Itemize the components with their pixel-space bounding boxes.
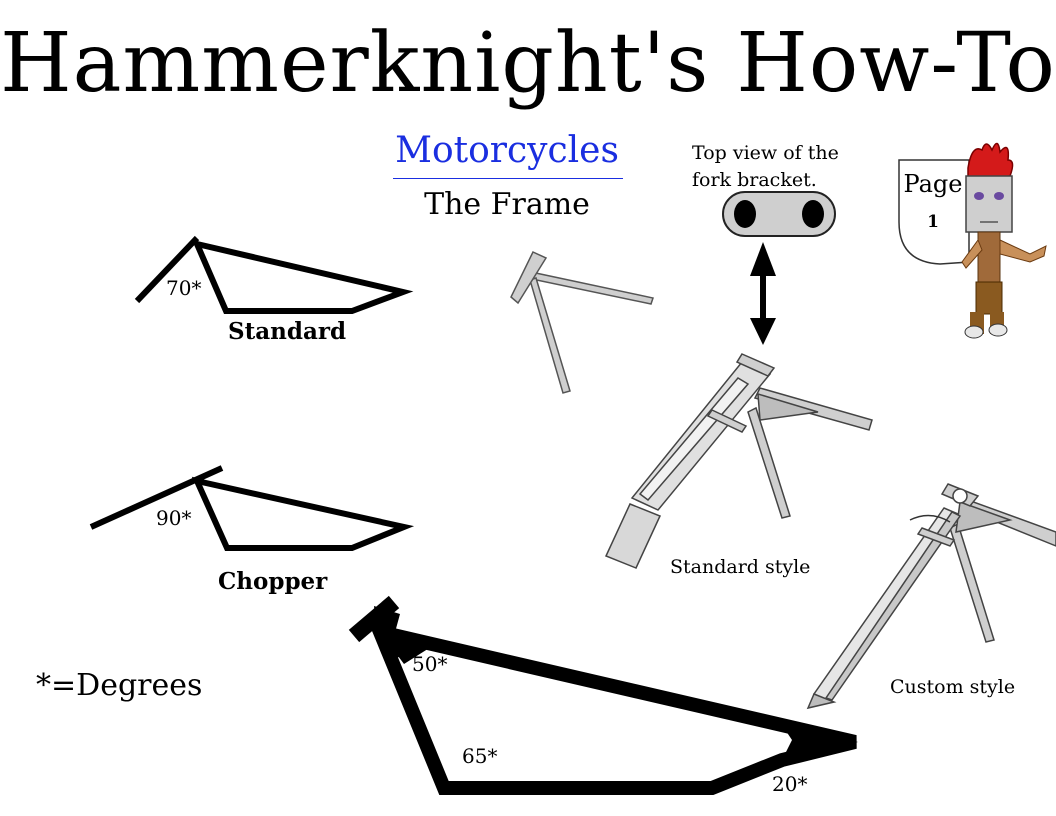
section-heading: The Frame (424, 187, 590, 222)
chopper-frame-label: Chopper (218, 568, 328, 595)
standard-style-label: Standard style (670, 556, 811, 578)
page-number: 1 (927, 212, 939, 232)
page-title: Hammerknight's How-To (0, 16, 1056, 111)
subject-heading: Motorcycles (395, 130, 619, 171)
degrees-legend: *=Degrees (36, 668, 203, 703)
detail-bottom-angle-label: 65* (462, 744, 498, 768)
small-fork-drawing (510, 251, 654, 394)
mascot-character (961, 142, 1047, 339)
detail-top-angle-label: 50* (412, 652, 448, 676)
custom-style-label: Custom style (890, 676, 1016, 698)
detail-rear-angle-label: 20* (772, 772, 808, 796)
detail-frame (348, 595, 858, 795)
standard-fork-drawing (604, 353, 873, 569)
fork-caption-line2: fork bracket. (692, 169, 817, 191)
double-arrow (750, 242, 776, 345)
page-label: Page (903, 170, 963, 198)
chopper-frame (89, 465, 415, 551)
chopper-angle-label: 90* (156, 506, 192, 530)
standard-frame-label: Standard (228, 318, 347, 345)
page-badge (898, 159, 970, 265)
subject-underline (393, 178, 623, 179)
standard-angle-label: 70* (166, 276, 202, 300)
fork-bracket-top-view (722, 191, 836, 237)
standard-frame (134, 235, 414, 314)
fork-caption-line1: Top view of the (692, 142, 839, 164)
fork-bracket-caption: Top view of the fork bracket. (692, 140, 852, 194)
custom-fork-drawing (806, 483, 1056, 710)
